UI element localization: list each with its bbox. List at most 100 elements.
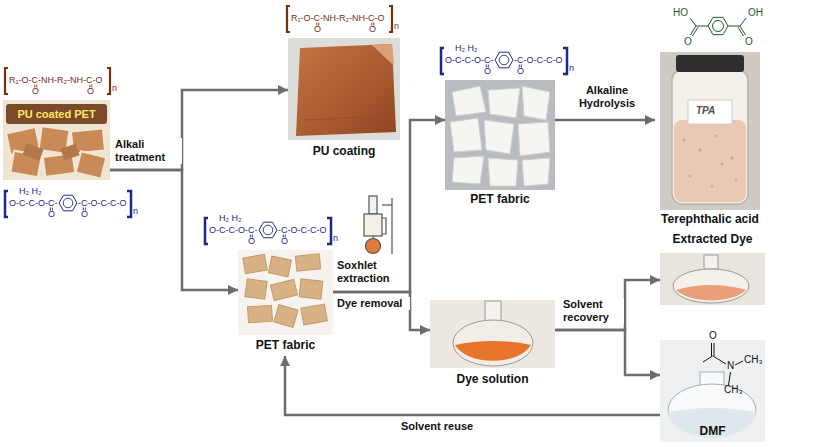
chemical-formula: O (48, 208, 55, 220)
terephthalic-acid-jar (683, 139, 686, 142)
soxhlet-apparatus (382, 204, 392, 205)
pet-fabric-photo (299, 279, 323, 299)
photo-node: Extracted Dye (660, 232, 765, 307)
terephthalic-acid-structure (690, 18, 696, 26)
pet-fabric-photo (243, 254, 267, 274)
pet-fabric-photo (274, 305, 298, 328)
chemical-formula: n (394, 20, 399, 32)
atom-label: CH₃ (744, 354, 763, 366)
chemical-formula: H₂ H₂ (219, 212, 242, 224)
pu-coated-pet-photo (76, 151, 107, 179)
pu-coating-photo (288, 38, 400, 140)
terephthalic-acid-structure (690, 17, 746, 36)
terephthalic-acid-jar (735, 179, 738, 182)
illustration (287, 6, 392, 32)
chemical-formula: O (81, 208, 88, 220)
dye-solution-flask (455, 341, 531, 361)
pet-fabric-photo (488, 158, 518, 186)
terephthalic-acid-jar (699, 149, 702, 152)
pu-coated-pet-photo (3, 100, 110, 180)
chemical-formula: O-C-C-O-C- (209, 224, 258, 236)
pet-fabric-photo (484, 120, 514, 154)
chemical-formula: O (484, 65, 491, 77)
pu-coating-photo (288, 38, 400, 140)
node-caption: Extracted Dye (672, 232, 752, 246)
pet-fabric-photo (450, 86, 550, 186)
terephthalic-acid-structure (713, 21, 724, 32)
chemical-formula: O (314, 23, 321, 35)
jar-label: TPA (696, 105, 715, 117)
pu-coating-photo (372, 44, 394, 66)
dmf-flask (668, 408, 756, 438)
soxhlet-apparatus (369, 196, 377, 214)
soxhlet-apparatus (382, 218, 386, 234)
dye-solution-flask (453, 320, 533, 366)
terephthalic-acid-structure (740, 26, 746, 35)
chemical-formula: O (517, 65, 524, 77)
chemical-formula: n (333, 232, 338, 244)
photo-node: PET fabric (445, 80, 555, 208)
soxhlet-apparatus (364, 196, 392, 254)
terephthalic-acid-jar (721, 163, 724, 166)
terephthalic-acid-jar (683, 135, 738, 188)
chemical-formula: O-C-C-O-C- (9, 197, 58, 209)
terephthalic-acid-jar (660, 52, 760, 210)
pet-fabric-photo (452, 86, 486, 116)
terephthalic-acid-jar (715, 135, 718, 138)
photo-node: PU coated PET (3, 100, 110, 180)
dmf-structure (703, 356, 713, 362)
photo-node: Terephthalic acid (655, 52, 765, 227)
chemical-formula: O (248, 235, 255, 247)
chemical-formula: O (369, 23, 376, 35)
atom-label: CH₃ (724, 384, 743, 396)
atom-label: O (745, 36, 753, 48)
node-caption: DMF (700, 424, 726, 438)
pet-fabric-photo (301, 304, 328, 325)
photo-node: PU coating (288, 38, 400, 162)
terephthalic-acid-jar (674, 120, 746, 202)
atom-label: N (727, 360, 734, 372)
pet-fabric-photo (445, 80, 555, 190)
chemical-formula: -C-O-C-C-O (278, 224, 327, 236)
chemical-formula: n (569, 62, 574, 74)
atom-label: O (684, 36, 692, 48)
extracted-dye-flask (704, 255, 718, 269)
terephthalic-acid-structure (691, 26, 697, 35)
terephthalic-acid-structure (738, 27, 744, 36)
step-label: Dye removal (336, 297, 410, 310)
node-caption: PU coating (313, 144, 376, 158)
photo-node: Dye solution (430, 300, 555, 390)
pu-coating-photo (296, 44, 396, 136)
terephthalic-acid-structure (708, 17, 728, 34)
terephthalic-acid-jar (689, 175, 692, 178)
pet-fabric-photo (452, 156, 484, 184)
terephthalic-acid-jar (676, 55, 744, 72)
node-caption: Terephthalic acid (661, 212, 759, 226)
pu-coated-pet-photo (3, 100, 110, 180)
step-label: Solvent reuse (400, 420, 512, 433)
terephthalic-acid-jar (688, 100, 732, 124)
process-arrow (555, 330, 660, 375)
pet-fabric-photo (245, 279, 267, 300)
terephthalic-acid-structure (693, 27, 699, 36)
atom-label: O (709, 330, 717, 342)
chemical-formula: -C-O-C-C-O (514, 54, 563, 66)
pet-fabric-photo (270, 279, 297, 300)
pet-fabric-photo (522, 86, 550, 120)
chemical-formula: H₂ H₂ (19, 185, 42, 197)
extracted-dye-flask (673, 269, 749, 303)
pet-fabric-photo (295, 254, 320, 271)
chemical-formula: O (281, 235, 288, 247)
chemical-formula: R₁-O-C-NH-R₂-NH-C-O (291, 12, 385, 24)
step-label: Solvent recovery (562, 298, 624, 324)
step-label: Soxhlet extraction (336, 259, 408, 285)
process-arrow (110, 90, 288, 170)
atom-label: OH (748, 7, 763, 19)
terephthalic-acid-jar (731, 157, 734, 160)
photo-node: PET fabric (238, 250, 333, 356)
pu-coated-pet-photo (6, 126, 106, 179)
dmf-structure (729, 372, 731, 385)
dmf-structure (735, 361, 743, 365)
pu-coating-photo (304, 116, 390, 120)
pu-coated-pet-photo (6, 104, 107, 124)
